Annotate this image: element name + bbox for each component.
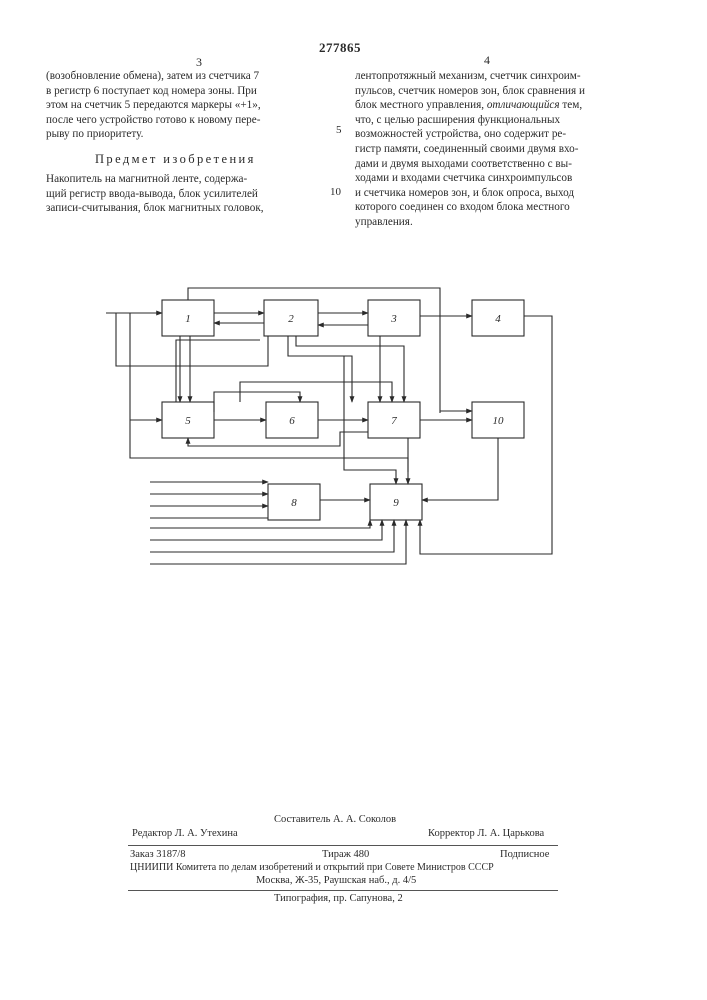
block-label: 6 bbox=[289, 415, 295, 427]
footer-subscription: Подписное bbox=[500, 849, 549, 860]
footer-divider bbox=[128, 890, 558, 891]
block-label: 7 bbox=[391, 415, 397, 427]
block-label: 2 bbox=[288, 313, 294, 325]
connection-line bbox=[150, 520, 382, 540]
connection-line bbox=[176, 340, 260, 402]
block-label: 5 bbox=[185, 415, 191, 427]
block-label: 4 bbox=[495, 313, 501, 325]
footer-institute: ЦНИИПИ Комитета по делам изобретений и о… bbox=[130, 862, 494, 873]
footer-compiler: Составитель А. А. Соколов bbox=[274, 814, 396, 825]
block-label: 3 bbox=[390, 313, 397, 325]
connection-line bbox=[188, 288, 440, 413]
block-label: 9 bbox=[393, 497, 399, 509]
block-label: 10 bbox=[493, 415, 505, 427]
connection-line bbox=[150, 520, 370, 528]
footer-circulation: Тираж 480 bbox=[322, 849, 369, 860]
connection-line bbox=[150, 520, 406, 564]
footer-order: Заказ 3187/8 bbox=[130, 849, 185, 860]
footer-printing: Типография, пр. Сапунова, 2 bbox=[274, 893, 403, 904]
footer-divider bbox=[128, 845, 558, 846]
connection-line bbox=[188, 432, 368, 446]
connection-line bbox=[150, 520, 394, 552]
footer-corrector: Корректор Л. А. Царькова bbox=[428, 828, 544, 839]
block-label: 8 bbox=[291, 497, 297, 509]
connection-line bbox=[296, 336, 404, 402]
connection-line bbox=[422, 438, 498, 500]
block-label: 1 bbox=[185, 313, 191, 325]
footer-address: Москва, Ж-35, Раушская наб., д. 4/5 bbox=[256, 875, 416, 886]
footer-editor: Редактор Л. А. Утехина bbox=[132, 828, 238, 839]
